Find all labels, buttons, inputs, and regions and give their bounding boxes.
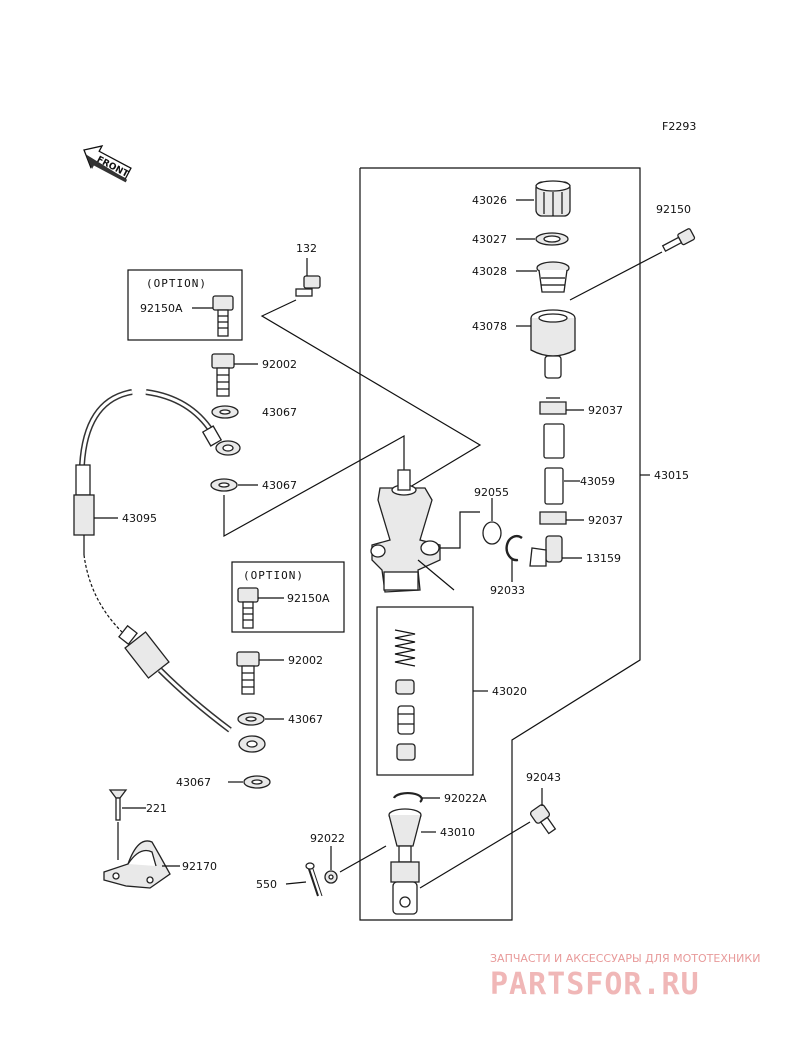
bolt-132	[295, 275, 321, 297]
label-92043: 92043	[526, 771, 561, 784]
spring-43020	[394, 629, 416, 667]
brake-hose-43095	[73, 389, 266, 753]
bolt-92150a-mid	[237, 587, 259, 629]
label-92037-a: 92037	[588, 404, 623, 417]
pin-92043	[529, 804, 557, 835]
watermark-caption: ЗАПЧАСТИ И АКСЕССУАРЫ ДЛЯ МОТОТЕХНИКИ	[490, 952, 760, 965]
fitting-13159	[529, 535, 563, 567]
master-cylinder-body	[370, 469, 441, 593]
label-43059: 43059	[580, 475, 615, 488]
label-43026: 43026	[472, 194, 507, 207]
figure-code: F2293	[662, 120, 696, 133]
diaphragm-43028	[536, 261, 570, 293]
option-label-mid: (OPTION)	[243, 569, 304, 582]
clamp-92170	[103, 840, 171, 889]
reservoir-cap-43026	[535, 180, 571, 217]
label-92150a-mid: 92150A	[287, 592, 330, 605]
label-550: 550	[256, 878, 277, 891]
label-92150: 92150	[656, 203, 691, 216]
o-ring-92055	[482, 521, 502, 545]
label-43015: 43015	[654, 469, 689, 482]
circlip-92033	[505, 534, 523, 562]
label-221: 221	[146, 802, 167, 815]
option-box-top	[127, 269, 243, 341]
piston-43020	[395, 679, 416, 761]
label-92002-top: 92002	[262, 358, 297, 371]
label-92055: 92055	[474, 486, 509, 499]
label-43067-a: 43067	[262, 406, 297, 419]
bolt-92150	[661, 228, 696, 252]
hose-43059-lower	[544, 467, 564, 505]
label-43078: 43078	[472, 320, 507, 333]
label-43027: 43027	[472, 233, 507, 246]
assembly-frame-43015	[359, 167, 641, 921]
hose-43059-upper	[543, 423, 565, 459]
label-92022a: 92022A	[444, 792, 487, 805]
label-43095: 43095	[122, 512, 157, 525]
label-92170: 92170	[182, 860, 217, 873]
bolt-92150a-top	[212, 295, 234, 337]
label-43010: 43010	[440, 826, 475, 839]
label-43067-d: 43067	[176, 776, 211, 789]
label-43067-c: 43067	[288, 713, 323, 726]
reservoir-43078	[530, 309, 576, 379]
label-43067-b: 43067	[262, 479, 297, 492]
label-92022: 92022	[310, 832, 345, 845]
label-92037-b: 92037	[588, 514, 623, 527]
clip-92037-b	[539, 511, 567, 525]
option-box-mid	[231, 561, 345, 633]
label-13159: 13159	[586, 552, 621, 565]
label-43020: 43020	[492, 685, 527, 698]
label-43028: 43028	[472, 265, 507, 278]
label-92002-mid: 92002	[288, 654, 323, 667]
front-arrow-icon: FRONT	[83, 145, 132, 183]
label-132: 132	[296, 242, 317, 255]
option-label-top: (OPTION)	[146, 277, 207, 290]
cotter-pin-550	[305, 862, 323, 897]
screw-221	[108, 789, 128, 821]
piston-kit-box-43020	[376, 606, 474, 776]
push-rod-43010	[388, 808, 422, 915]
bolt-92002-top	[211, 353, 235, 397]
watermark-brand: PARTSFOR.RU	[490, 967, 700, 1002]
clip-92037-a	[539, 397, 567, 415]
label-92150a-top: 92150A	[140, 302, 183, 315]
bolt-92002-mid	[236, 651, 260, 695]
label-92033: 92033	[490, 584, 525, 597]
clip-92022a	[392, 792, 423, 803]
